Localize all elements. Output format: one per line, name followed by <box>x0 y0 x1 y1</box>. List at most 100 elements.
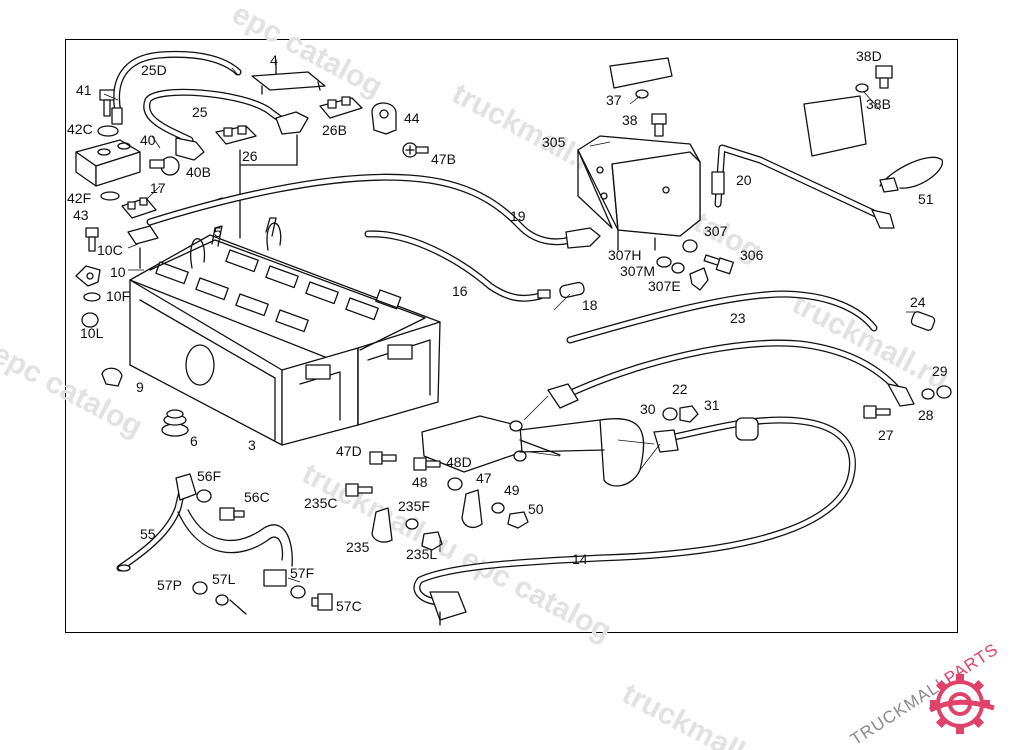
svg-text:epc catalog: epc catalog <box>0 337 148 444</box>
callout-47b: 47B <box>431 151 456 167</box>
bolt-40b <box>149 156 180 176</box>
washer-10f <box>83 292 101 302</box>
callout-18: 18 <box>582 297 598 313</box>
terminal-18 <box>559 281 585 299</box>
diagram-frame <box>65 39 958 633</box>
callout-57l: 57L <box>212 571 236 587</box>
callout-235: 235 <box>346 539 370 555</box>
screw-47b <box>402 142 429 158</box>
bolt-43 <box>85 227 99 252</box>
callout-42f: 42F <box>67 190 91 206</box>
washer-42f <box>100 191 120 201</box>
callout-41: 41 <box>76 82 92 98</box>
cable-tie-51 <box>879 156 943 193</box>
callout-51: 51 <box>918 191 934 207</box>
battery-switch <box>421 415 645 487</box>
callout-57f: 57F <box>290 565 314 581</box>
nut-235l <box>421 531 443 551</box>
callout-14: 14 <box>572 551 588 567</box>
callout-10c: 10C <box>97 242 123 258</box>
callout-26: 26 <box>242 148 258 164</box>
washer-57l <box>215 594 229 606</box>
bolt-48 <box>413 457 441 471</box>
callout-25d: 25D <box>141 62 167 78</box>
bolt-47d <box>369 451 397 465</box>
callout-19: 19 <box>510 208 526 224</box>
callout-43: 43 <box>73 207 89 223</box>
clamp-block-40 <box>75 139 141 187</box>
bolt-38d <box>875 65 893 89</box>
bolt-306 <box>703 254 734 275</box>
callout-55: 55 <box>140 526 156 542</box>
clamp-26 <box>215 125 257 145</box>
washer-30 <box>662 407 678 421</box>
washer-49 <box>491 502 505 514</box>
ground-strap-55 <box>116 473 293 587</box>
callout-38b: 38B <box>866 96 891 112</box>
wing-nut-307e <box>689 267 709 291</box>
cable-14 <box>413 416 856 626</box>
nut-31 <box>679 405 699 423</box>
callout-40: 40 <box>140 132 156 148</box>
callout-31: 31 <box>704 397 720 413</box>
svg-text:epc catalog: epc catalog <box>227 0 388 104</box>
callout-37: 37 <box>606 92 622 108</box>
callout-23: 23 <box>730 310 746 326</box>
callout-38d: 38D <box>856 48 882 64</box>
bolt-57c <box>311 593 333 611</box>
bolt-56c <box>219 507 245 521</box>
bolt-27 <box>863 405 891 419</box>
callout-30: 30 <box>640 401 656 417</box>
bracket-4 <box>251 59 326 95</box>
callout-25: 25 <box>192 104 208 120</box>
washer-42c <box>97 125 119 137</box>
cable-20 <box>711 144 895 229</box>
gear-icon <box>928 674 995 734</box>
callout-47d: 47D <box>336 443 362 459</box>
cable-23 <box>566 290 878 344</box>
washer-48d <box>447 477 463 491</box>
washer-29 <box>921 388 935 400</box>
clip-235 <box>371 507 393 543</box>
clip-44 <box>239 102 397 166</box>
washer-38b <box>855 83 869 93</box>
washer-307m <box>671 262 685 274</box>
nut-10l <box>81 312 99 328</box>
clip-47 <box>461 489 483 529</box>
callout-57c: 57C <box>336 598 362 614</box>
nut-57p <box>192 581 208 595</box>
label-plate-37 <box>609 57 673 99</box>
bolt-38 <box>651 113 667 137</box>
leader-lines <box>103 67 916 583</box>
callout-47: 47 <box>476 470 492 486</box>
callout-40b: 40B <box>186 164 211 180</box>
clamp-26b <box>319 96 363 119</box>
callout-307e: 307E <box>648 278 681 294</box>
callout-26b: 26B <box>322 122 347 138</box>
bolt-235c <box>345 483 373 497</box>
callout-306: 306 <box>740 247 764 263</box>
washer-307 <box>682 239 698 253</box>
battery-assembly <box>129 149 441 446</box>
nut-29 <box>936 385 952 399</box>
callout-42c: 42C <box>67 121 93 137</box>
truckmall-parts-logo[interactable]: TRUCKMALLPARTS <box>847 640 1014 750</box>
washer-307h <box>656 256 672 268</box>
grommet-6 <box>161 409 189 437</box>
callout-20: 20 <box>736 172 752 188</box>
cable-16 <box>364 230 551 302</box>
callout-24: 24 <box>910 294 926 310</box>
cable-25d <box>111 50 242 125</box>
callout-49: 49 <box>504 482 520 498</box>
relay-box-305 <box>577 135 701 251</box>
svg-text:truckmall.ru: truckmall.ru <box>787 287 954 397</box>
svg-text:truckmall.ru: truckmall.ru <box>617 677 784 750</box>
callout-labels: 25D 4 41 25 26B 44 42C 40 26 47B 40B 17 … <box>67 48 948 614</box>
callout-27: 27 <box>878 427 894 443</box>
callout-48d: 48D <box>446 454 472 470</box>
callout-305: 305 <box>542 134 566 150</box>
nut-50 <box>507 511 529 529</box>
washer-235f <box>405 518 419 530</box>
terminal-24 <box>910 311 936 331</box>
